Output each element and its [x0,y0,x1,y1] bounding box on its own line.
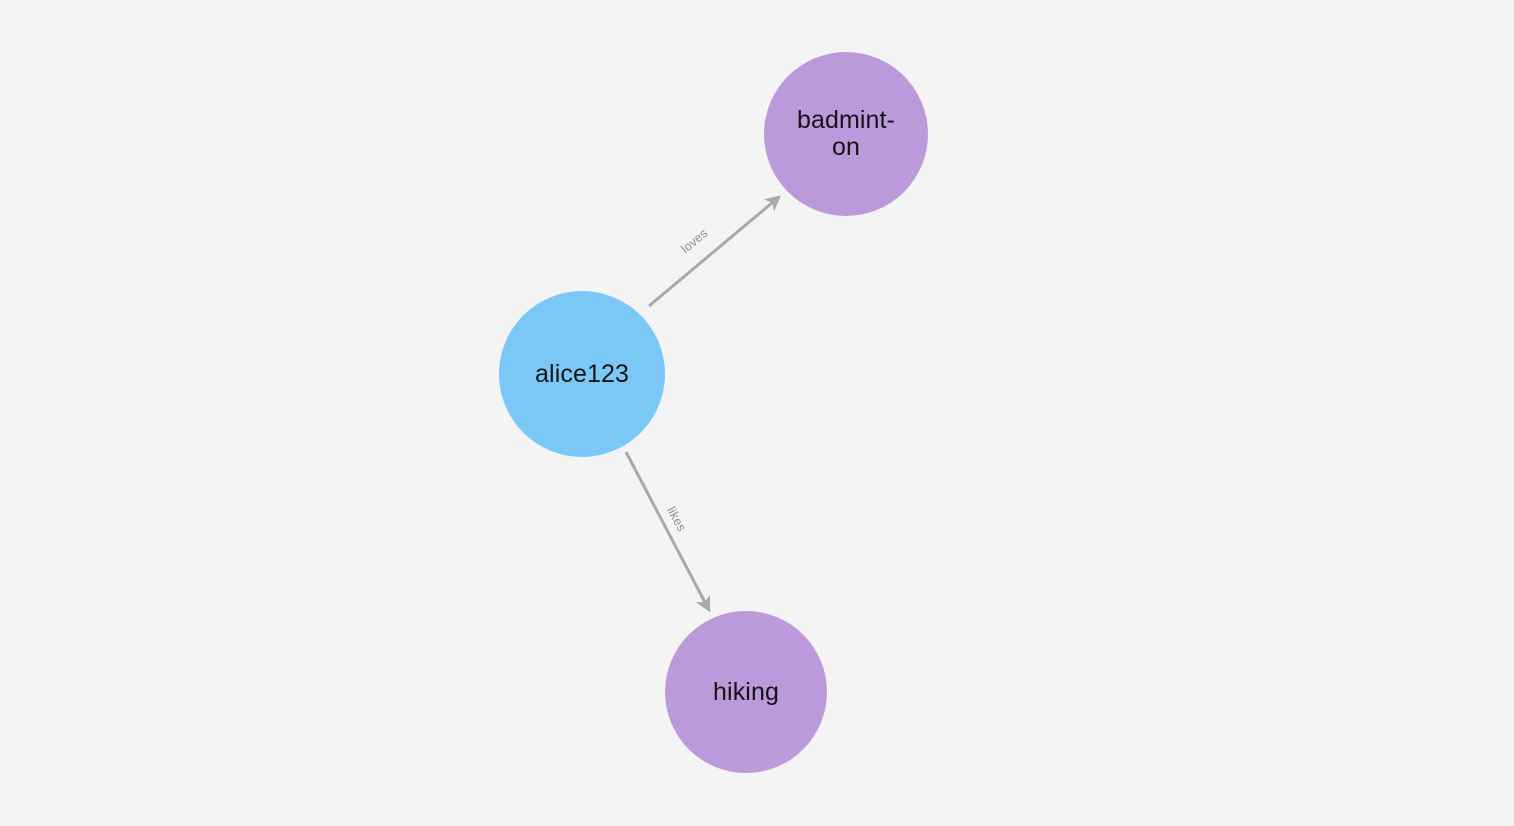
graph-node-hiking[interactable]: hiking [665,611,827,773]
node-label-hiking: hiking [713,677,779,706]
graph-node-badminton[interactable]: badmint- on [764,52,928,216]
edge-alice123-loves-badminton[interactable]: loves [648,195,782,308]
edge-line [648,195,782,308]
graph-node-alice123[interactable]: alice123 [499,291,665,457]
edge-label-loves: loves [678,226,710,256]
edge-alice123-likes-hiking[interactable]: likes [624,451,711,613]
node-label-alice123: alice123 [535,359,629,388]
edge-line [624,451,711,613]
node-label-badminton: badmint- on [796,106,896,161]
